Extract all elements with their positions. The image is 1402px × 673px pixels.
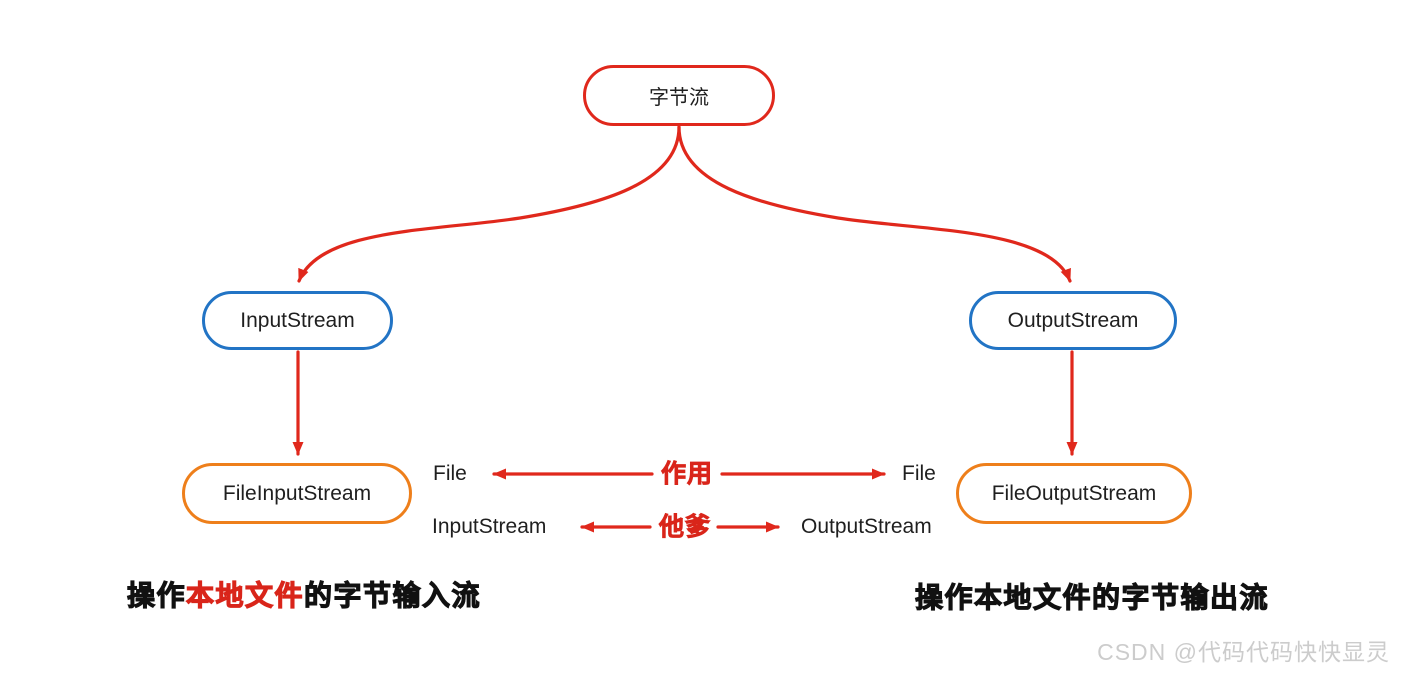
caption-input-prefix: 操作: [126, 579, 187, 611]
node-outputstream: OutputStream: [969, 291, 1177, 350]
relation-row1-right-label: File: [902, 462, 936, 485]
arrow-root-to-outputstream: [677, 125, 1072, 283]
caption-input-suffix: 的字节输入流: [303, 579, 482, 611]
caption-input-highlight: 本地文件: [185, 579, 305, 611]
node-fileoutputstream: FileOutputStream: [956, 463, 1192, 524]
relation-row1-left-label: File: [433, 462, 467, 485]
node-byte-stream: 字节流: [583, 65, 775, 126]
relation-row2-right-label: OutputStream: [801, 515, 932, 538]
caption-output-stream: 操作本地文件的字节输出流: [914, 581, 1270, 613]
relation-row2-center-label: 他爹: [658, 513, 712, 542]
arrow-root-to-inputstream: [297, 125, 681, 283]
relation-row1-center-label: 作用: [660, 460, 714, 489]
caption-input-stream: 操作本地文件的字节输入流: [126, 574, 482, 614]
csdn-watermark: CSDN @代码代码快快显灵: [1097, 639, 1390, 665]
node-fileinputstream: FileInputStream: [182, 463, 412, 524]
node-inputstream: InputStream: [202, 291, 393, 350]
relation-row2-left-label: InputStream: [432, 515, 547, 538]
